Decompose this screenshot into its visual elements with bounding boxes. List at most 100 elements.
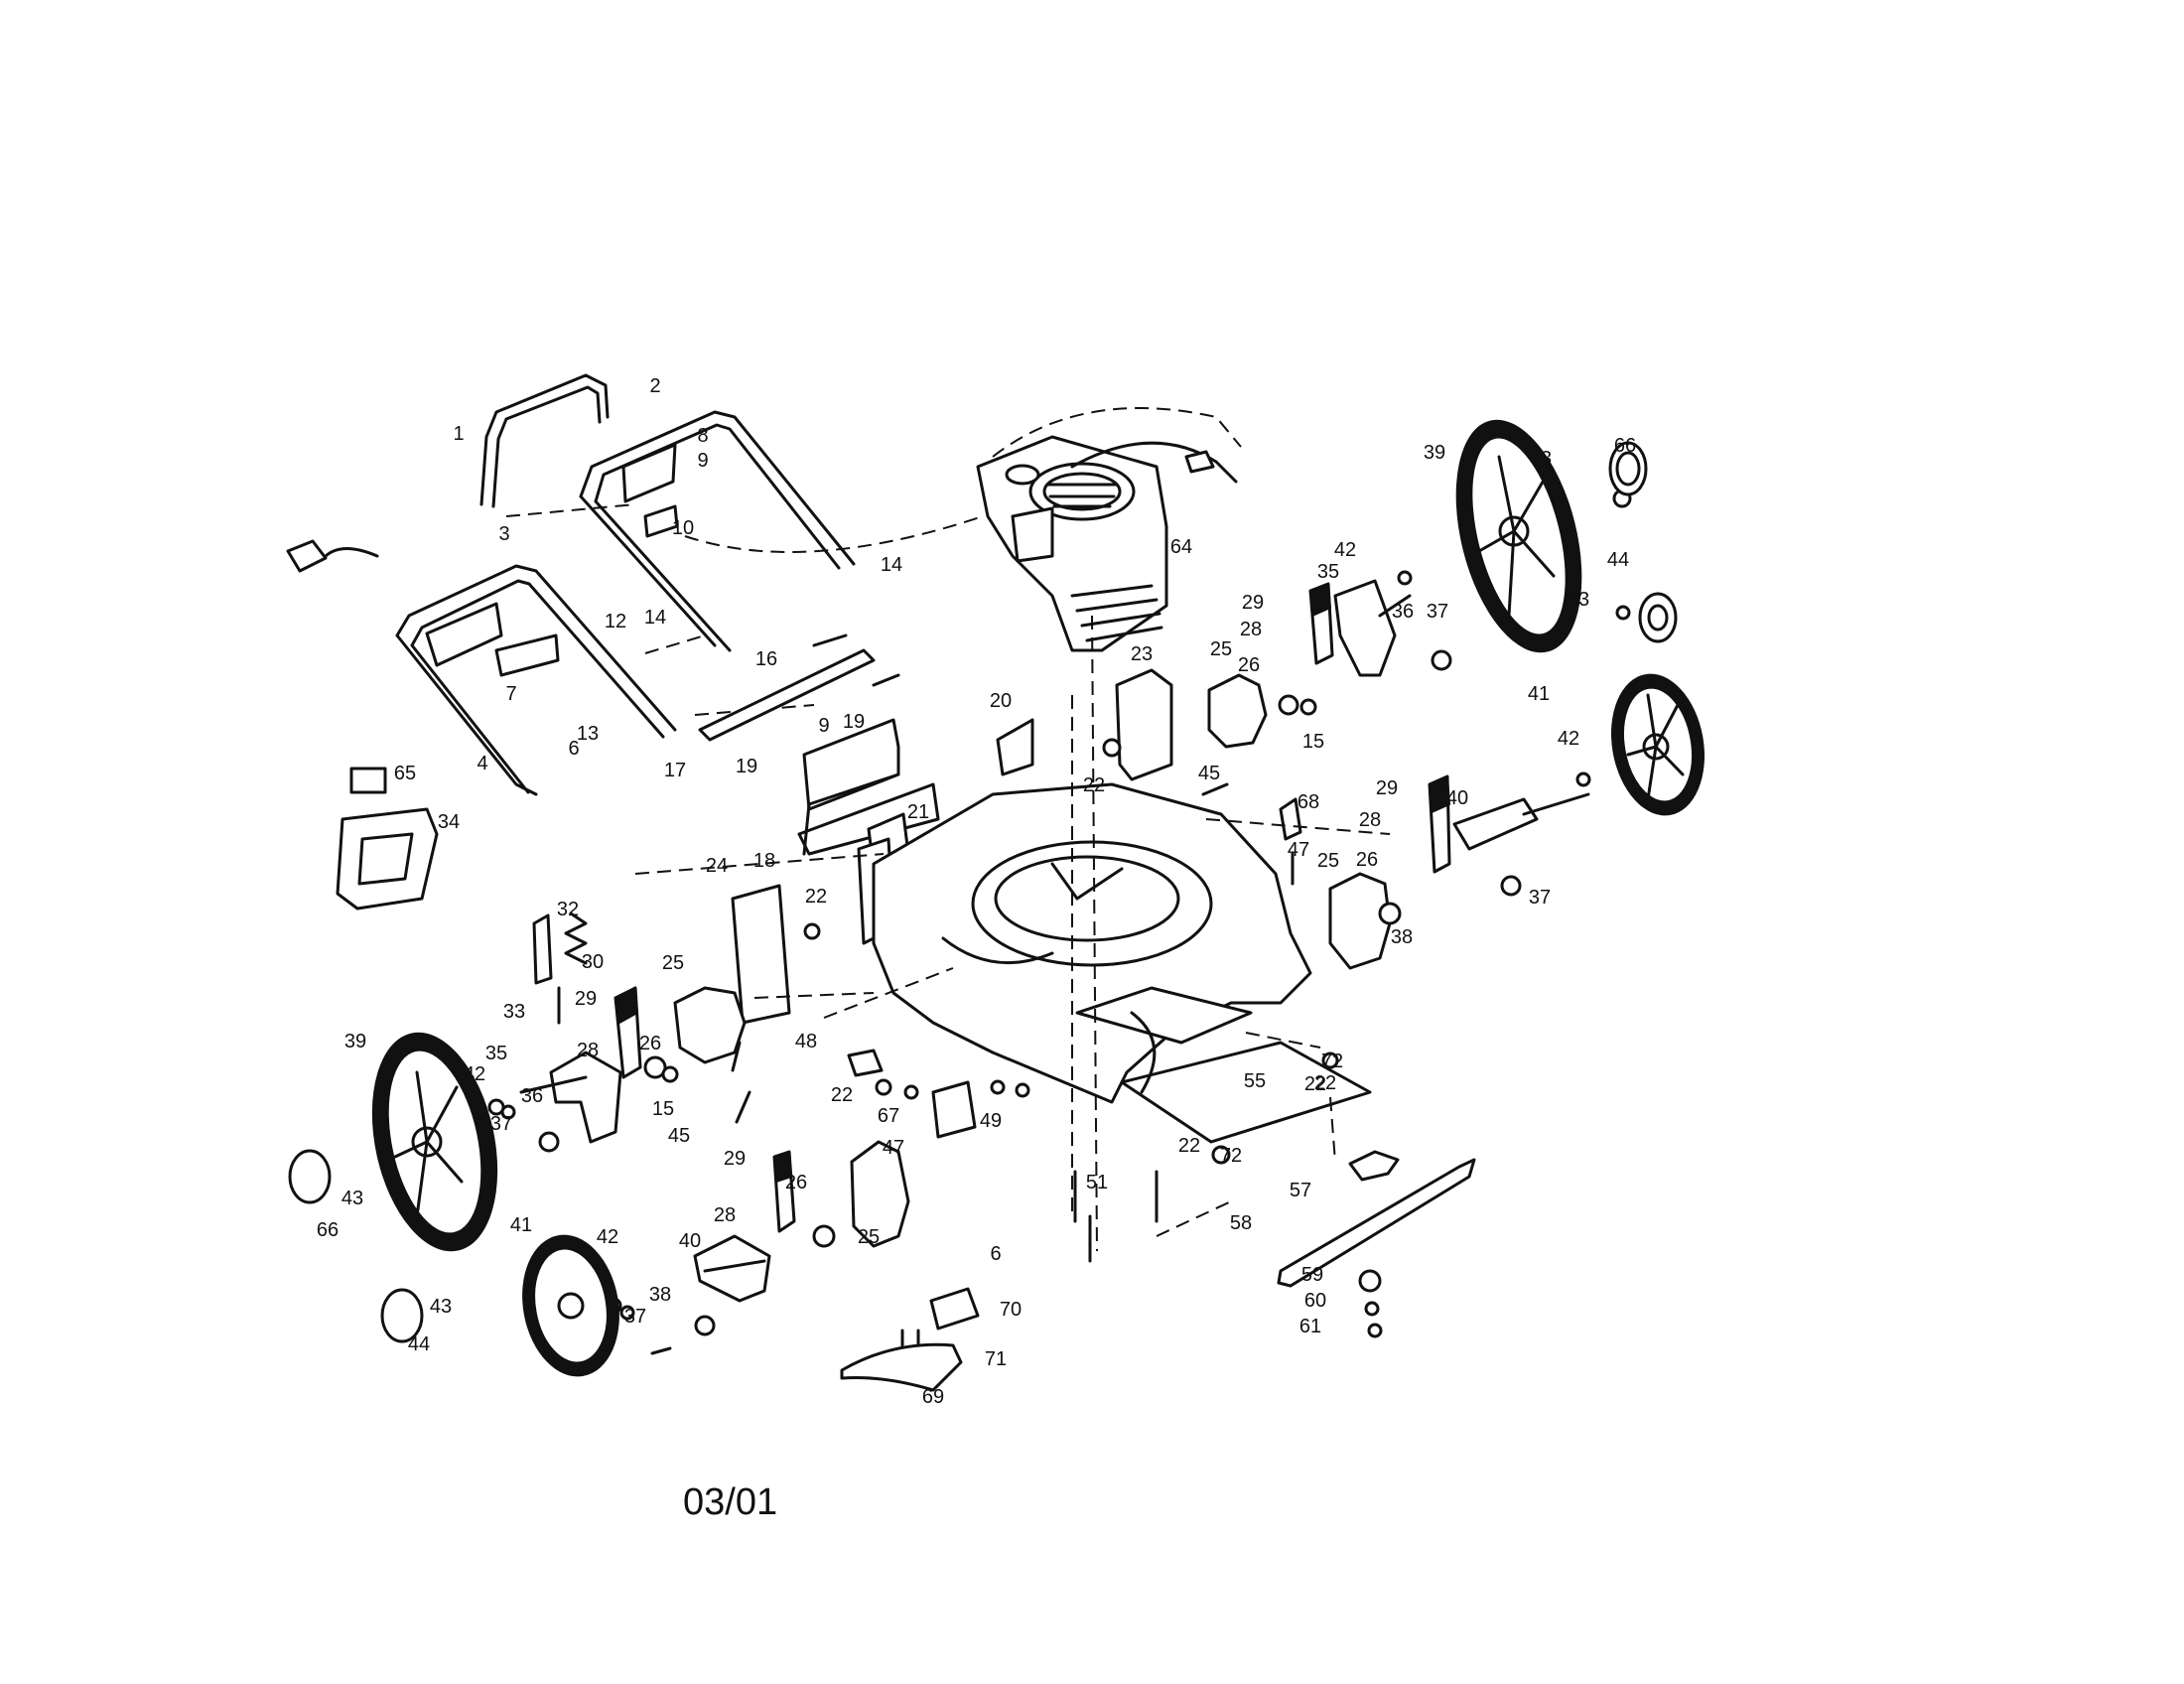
lower-handle — [395, 564, 677, 796]
callout-label-8: 8 — [697, 425, 708, 447]
callout-label-26: 26 — [1356, 849, 1378, 871]
callout-label-43: 43 — [1568, 589, 1589, 611]
callout-label-33: 33 — [503, 1001, 525, 1023]
callout-label-45: 45 — [1198, 763, 1220, 784]
callout-label-21: 21 — [907, 801, 929, 823]
callout-label-26: 26 — [785, 1172, 807, 1193]
callout-label-57: 57 — [1290, 1180, 1311, 1201]
callout-label-23: 23 — [1131, 643, 1153, 665]
callout-label-3: 3 — [498, 523, 509, 545]
callout-label-66: 66 — [1614, 435, 1636, 457]
callout-label-37: 37 — [624, 1306, 646, 1328]
callout-label-26: 26 — [1238, 654, 1260, 676]
callout-label-43: 43 — [1530, 448, 1552, 470]
callout-label-67: 67 — [878, 1105, 899, 1127]
callout-label-71: 71 — [985, 1348, 1007, 1370]
callout-label-36: 36 — [1392, 601, 1414, 623]
callout-label-2: 2 — [649, 375, 660, 397]
callout-label-42: 42 — [1558, 728, 1579, 750]
callout-label-12: 12 — [605, 611, 626, 632]
callout-label-22: 22 — [1314, 1072, 1336, 1094]
callout-label-65: 65 — [394, 763, 416, 784]
callout-label-30: 30 — [582, 951, 604, 973]
callout-label-39: 39 — [1424, 442, 1445, 464]
cutting-blade — [1277, 1150, 1476, 1288]
callout-label-72: 72 — [1321, 1051, 1343, 1072]
callout-label-19: 19 — [736, 756, 757, 777]
callout-label-28: 28 — [1359, 809, 1381, 831]
callout-label-42: 42 — [464, 1063, 485, 1085]
rear-wheel-right — [1455, 419, 1582, 653]
callout-label-10: 10 — [672, 517, 694, 539]
callout-label-70: 70 — [1000, 1299, 1022, 1321]
height-adjust-gear-right-upper — [1207, 673, 1268, 749]
callout-label-40: 40 — [679, 1230, 701, 1252]
callout-label-29: 29 — [575, 988, 597, 1010]
callout-label-9: 9 — [818, 715, 829, 737]
callout-label-43: 43 — [341, 1188, 363, 1209]
callout-label-32: 32 — [557, 899, 579, 920]
label-plate — [336, 767, 439, 911]
callout-label-48: 48 — [795, 1031, 817, 1052]
callout-label-26: 26 — [639, 1033, 661, 1054]
height-adjust-gear-bottom — [850, 1140, 910, 1248]
callout-label-42: 42 — [1334, 539, 1356, 561]
rear-wheel-left — [371, 1032, 498, 1252]
callout-label-28: 28 — [1240, 619, 1262, 640]
spring-assembly — [532, 912, 588, 1025]
axle-brackets — [519, 579, 1590, 1303]
hub-caps — [288, 441, 1678, 1343]
callout-label-34: 34 — [438, 811, 460, 833]
callout-label-41: 41 — [510, 1214, 532, 1236]
callout-label-20: 20 — [990, 690, 1012, 712]
callout-label-22: 22 — [805, 886, 827, 908]
callout-label-49: 49 — [980, 1110, 1002, 1132]
callout-label-28: 28 — [577, 1040, 599, 1061]
callout-label-60: 60 — [1304, 1290, 1326, 1312]
callout-label-17: 17 — [664, 760, 686, 781]
callout-label-22: 22 — [831, 1084, 853, 1106]
mower-deck — [872, 782, 1312, 1104]
callout-label-41: 41 — [1528, 683, 1550, 705]
callout-label-25: 25 — [662, 952, 684, 974]
handle-brackets — [698, 633, 940, 856]
engine — [976, 435, 1238, 652]
hardware-washers — [487, 489, 1632, 1338]
callout-label-35: 35 — [1317, 561, 1339, 583]
callout-label-22: 22 — [1083, 774, 1105, 796]
callout-label-55: 55 — [1244, 1070, 1266, 1092]
callout-label-7: 7 — [505, 683, 516, 705]
callout-label-25: 25 — [1210, 638, 1232, 660]
callout-label-22: 22 — [1304, 1073, 1326, 1095]
callout-label-15: 15 — [1302, 731, 1324, 753]
bolts — [650, 782, 1295, 1355]
callout-label-37: 37 — [490, 1113, 512, 1135]
rear-baffle — [1120, 797, 1372, 1144]
callout-label-29: 29 — [1242, 592, 1264, 614]
callout-label-24: 24 — [706, 855, 728, 877]
front-wheel-left — [522, 1234, 619, 1377]
callout-label-29: 29 — [724, 1148, 746, 1170]
callout-label-29: 29 — [1376, 777, 1398, 799]
callout-label-40: 40 — [1446, 787, 1468, 809]
callout-label-38: 38 — [1391, 926, 1413, 948]
callout-label-36: 36 — [521, 1085, 543, 1107]
callout-label-14: 14 — [644, 607, 666, 629]
height-adjust-gear-right-lower — [1328, 872, 1392, 970]
callout-label-9: 9 — [697, 450, 708, 472]
callout-label-59: 59 — [1301, 1264, 1323, 1286]
callout-label-6: 6 — [990, 1243, 1001, 1265]
callout-label-45: 45 — [668, 1125, 690, 1147]
callout-label-16: 16 — [755, 648, 777, 670]
callout-label-37: 37 — [1529, 887, 1551, 909]
engine-side-plates — [996, 668, 1173, 781]
height-levers — [614, 582, 1451, 1233]
callout-label-47: 47 — [1288, 839, 1309, 861]
height-adjust-gear-left — [673, 986, 747, 1064]
callout-label-18: 18 — [753, 850, 775, 872]
discharge-parts — [840, 1049, 980, 1392]
upper-handle-bail — [479, 373, 610, 508]
callout-label-66: 66 — [317, 1219, 339, 1241]
